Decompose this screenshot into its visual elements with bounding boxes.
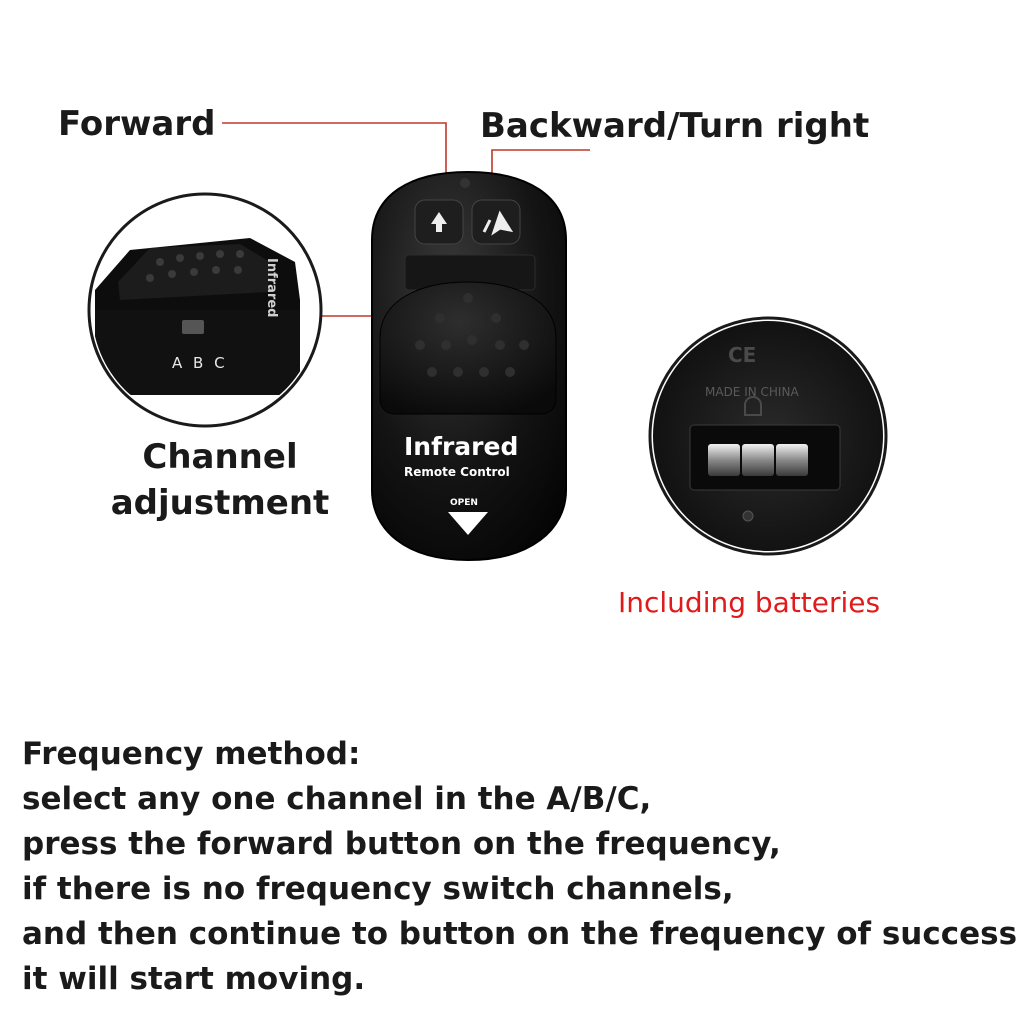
- forward-label: Forward: [58, 104, 216, 144]
- infrared-remote: Infrared Remote Control OPEN: [371, 170, 567, 562]
- channel-label-line1: Channel: [142, 437, 298, 477]
- instructions-heading: Frequency method:: [22, 736, 361, 772]
- open-triangle-icon: [448, 512, 488, 535]
- side-brand-text: Infrared: [264, 258, 279, 317]
- backward-turn-right-label: Backward/Turn right: [480, 106, 870, 146]
- made-in-china-text: MADE IN CHINA: [705, 385, 799, 399]
- remote-brand: Infrared: [404, 432, 518, 461]
- ce-mark: CE: [728, 343, 756, 367]
- channel-adjustment-label: Channel adjustment: [100, 434, 340, 526]
- channel-label-line2: adjustment: [110, 483, 330, 523]
- battery-compartment-closeup: CE MADE IN CHINA: [648, 316, 888, 556]
- instruction-line: select any one channel in the A/B/C,: [22, 781, 652, 817]
- forward-leader-line: [222, 122, 447, 180]
- battery-cell: [708, 444, 740, 476]
- forward-button[interactable]: [414, 199, 464, 245]
- lid-grip-dots: [415, 293, 529, 377]
- channel-letters: A B C: [172, 354, 228, 372]
- including-batteries-label: Including batteries: [618, 586, 881, 619]
- remote-subtitle: Remote Control: [404, 465, 510, 479]
- battery-cell: [776, 444, 808, 476]
- open-label: OPEN: [450, 498, 478, 508]
- instruction-line: and then continue to button on the frequ…: [22, 916, 1018, 952]
- ir-emitter: [460, 178, 470, 188]
- turn-right-arrow-icon: [482, 210, 514, 236]
- instruction-line: if there is no frequency switch channels…: [22, 871, 734, 907]
- instruction-line: press the forward button on the frequenc…: [22, 826, 781, 862]
- frequency-instructions: Frequency method: select any one channel…: [22, 732, 1022, 1002]
- battery-cell: [742, 444, 774, 476]
- up-arrow-icon: [431, 212, 447, 232]
- channel-switch-closeup: A B C Infrared: [87, 192, 323, 428]
- battery-lid[interactable]: [379, 281, 557, 415]
- backward-turn-right-button[interactable]: [471, 199, 521, 245]
- instruction-line: it will start moving.: [22, 961, 366, 997]
- backward-leader-line: [491, 149, 590, 180]
